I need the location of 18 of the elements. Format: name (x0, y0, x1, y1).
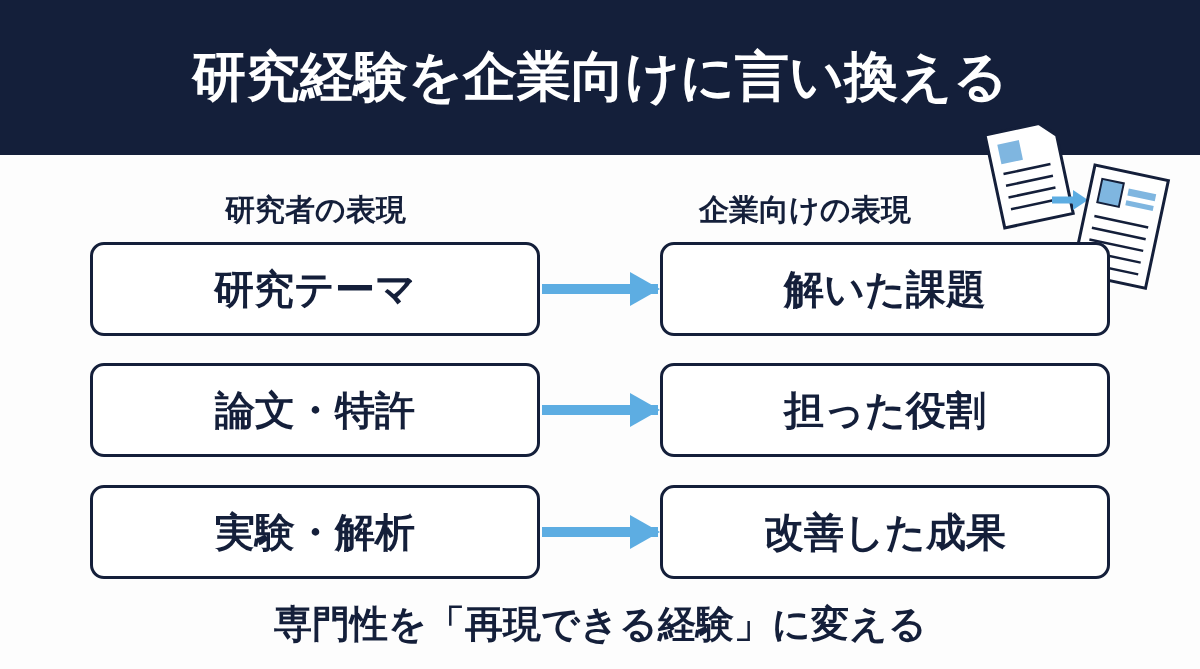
column-heading: 研究者の表現 (223, 191, 407, 229)
column-heading: 企業向けの表現 (698, 191, 912, 229)
box-text: 研究テーマ (214, 264, 416, 314)
text-box (660, 363, 1110, 457)
text-box (90, 485, 540, 579)
title: 研究経験を企業向けに言い換える (190, 44, 1009, 110)
summary-text: 専門性を「再現できる経験」に変える (272, 601, 928, 648)
text-box (90, 363, 540, 457)
box-text: 論文・特許 (215, 385, 415, 435)
box-text: 改善した成果 (764, 507, 1006, 557)
box-text: 実験・解析 (215, 507, 415, 557)
text-box (90, 242, 540, 336)
arrow (542, 393, 660, 427)
arrow (542, 272, 660, 306)
arrow (542, 515, 660, 549)
box-text: 解いた課題 (784, 264, 986, 314)
box-text: 担った役割 (784, 385, 986, 435)
text-box (660, 485, 1110, 579)
